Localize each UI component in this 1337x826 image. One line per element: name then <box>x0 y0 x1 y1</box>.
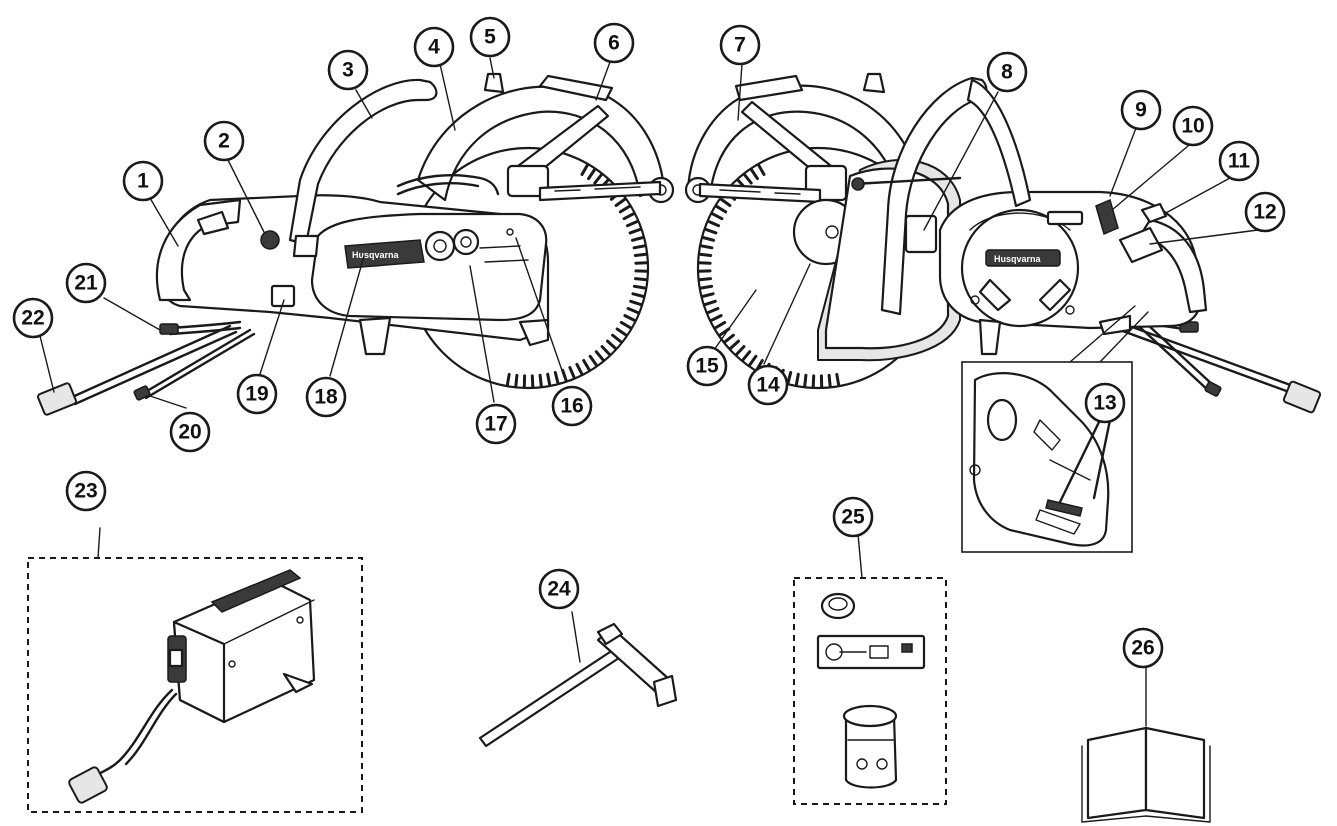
svg-text:12: 12 <box>1253 201 1276 224</box>
rear-handle-left <box>155 198 242 302</box>
svg-text:19: 19 <box>245 383 268 406</box>
callout-4: 4 <box>413 26 455 68</box>
callout-1: 1 <box>122 160 164 202</box>
coupling <box>844 714 898 789</box>
svg-text:26: 26 <box>1131 637 1154 660</box>
callout-7: 7 <box>719 24 761 66</box>
operator-manual <box>1081 667 1211 823</box>
svg-text:5: 5 <box>484 26 496 49</box>
callout-13: 13 <box>1084 382 1126 424</box>
lifting-eye-left <box>483 72 505 94</box>
callout-21: 21 <box>65 262 107 304</box>
callout-26: 26 <box>1122 627 1164 669</box>
svg-text:21: 21 <box>74 272 98 295</box>
svg-text:1: 1 <box>137 170 149 193</box>
svg-text:10: 10 <box>1181 115 1204 138</box>
water-valve-left <box>260 230 280 250</box>
callout-19: 19 <box>236 373 278 415</box>
motor-cover <box>960 208 1080 328</box>
power-switch <box>1095 198 1119 236</box>
saw-right-view: Husqvarna <box>684 72 1322 414</box>
callout-6: 6 <box>593 22 635 64</box>
svg-text:15: 15 <box>695 355 719 378</box>
power-plug <box>37 382 77 416</box>
accessory-kit <box>793 533 947 805</box>
brand-logo-right: Husqvarna <box>994 254 1042 264</box>
callout-22: 22 <box>12 297 54 339</box>
callout-10: 10 <box>1172 105 1214 147</box>
svg-text:7: 7 <box>734 34 746 57</box>
grip-right <box>1118 226 1164 264</box>
svg-text:16: 16 <box>560 395 583 418</box>
svg-text:2: 2 <box>218 130 230 153</box>
callout-24: 24 <box>538 568 580 610</box>
svg-text:6: 6 <box>608 32 620 55</box>
svg-text:23: 23 <box>74 480 97 503</box>
callout-17: 17 <box>475 403 517 445</box>
leader-lines <box>39 57 1259 409</box>
callout-23: 23 <box>65 470 107 512</box>
svg-text:13: 13 <box>1093 392 1116 415</box>
power-unit-group <box>27 527 363 813</box>
svg-text:8: 8 <box>1001 61 1013 84</box>
svg-text:4: 4 <box>428 36 440 59</box>
callout-25: 25 <box>832 496 874 538</box>
callout-18: 18 <box>305 376 347 418</box>
callout-3: 3 <box>327 49 369 91</box>
svg-text:17: 17 <box>484 413 507 436</box>
power-unit-plug <box>68 766 108 804</box>
callout-8: 8 <box>986 51 1028 93</box>
callout-5: 5 <box>469 16 511 58</box>
callout-20: 20 <box>169 411 211 453</box>
brand-logo-left: Husqvarna <box>352 250 400 260</box>
decal <box>816 634 926 670</box>
callout-15: 15 <box>686 345 728 387</box>
svg-text:14: 14 <box>756 374 780 397</box>
callout-16: 16 <box>551 385 593 427</box>
callout-9: 9 <box>1120 89 1162 131</box>
svg-text:9: 9 <box>1135 99 1147 122</box>
callout-11: 11 <box>1218 140 1260 182</box>
svg-text:22: 22 <box>21 307 44 330</box>
callout-14: 14 <box>747 364 789 406</box>
front-handle-left <box>288 78 438 246</box>
saw-left-view: Husqvarna <box>37 72 675 416</box>
svg-text:24: 24 <box>547 578 571 601</box>
svg-text:20: 20 <box>178 421 201 444</box>
svg-text:11: 11 <box>1228 150 1251 173</box>
callout-12: 12 <box>1244 191 1286 233</box>
svg-text:18: 18 <box>314 386 338 409</box>
power-unit-frame <box>27 557 363 813</box>
svg-text:3: 3 <box>342 59 354 82</box>
accessory-frame <box>793 577 947 805</box>
callout-2: 2 <box>203 120 245 162</box>
combination-spanner <box>478 611 678 748</box>
callouts: 1 2 3 4 5 6 7 8 9 10 11 12 13 14 15 16 1… <box>12 16 1286 669</box>
belt-guard-left <box>310 212 548 322</box>
svg-text:25: 25 <box>841 506 865 529</box>
